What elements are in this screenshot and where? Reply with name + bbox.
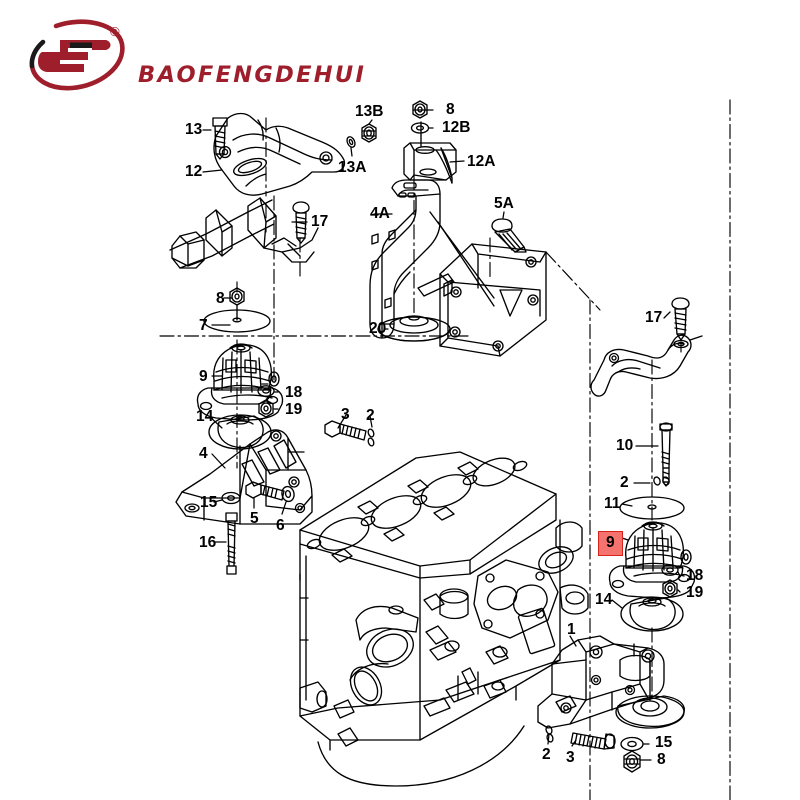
part-15-washer-left [221, 491, 241, 505]
callout-8-left: 8 [216, 290, 225, 307]
callout-2-mid: 2 [366, 407, 375, 424]
callout-15-bottom: 15 [655, 734, 673, 751]
callout-13b: 13B [355, 103, 384, 120]
engine-block [299, 451, 589, 787]
part-4a-transmission-bracket [369, 179, 547, 357]
part-5a-bolt [491, 218, 527, 253]
part-18-washer-left [257, 385, 275, 397]
callout-4: 4 [199, 445, 208, 462]
part-17-bolt-right [671, 297, 690, 341]
callout-10: 10 [616, 437, 634, 454]
callout-16: 16 [199, 534, 217, 551]
callout-8-top: 8 [446, 101, 455, 118]
callout-17-left: 17 [311, 213, 329, 230]
part-9-engine-mount-left [196, 343, 284, 421]
part-right-pendulum-bracket [590, 334, 703, 397]
callout-20: 20 [369, 320, 387, 337]
callout-18-right: 18 [686, 567, 704, 584]
callout-13: 13 [185, 121, 203, 138]
callout-14-right: 14 [595, 591, 613, 608]
part-2-washers-right [653, 476, 670, 486]
part-13-bolt [212, 117, 228, 160]
bf-monogram-icon [29, 19, 125, 91]
part-12b-washer [410, 122, 430, 134]
callout-19-right: 19 [686, 584, 704, 601]
part-1-engine-bracket-right [537, 635, 685, 729]
part-19-nut-right [662, 579, 678, 598]
callout-17-right: 17 [645, 309, 663, 326]
part-13a-washer [346, 136, 356, 148]
part-7-large-washer [203, 304, 271, 333]
leader-lines [202, 109, 681, 761]
callout-12: 12 [185, 163, 203, 180]
callout-9-left: 9 [199, 368, 208, 385]
part-3-bolt-mid-left [324, 420, 367, 441]
callout-1: 1 [567, 621, 576, 638]
callout-5: 5 [250, 510, 259, 527]
part-4-engine-bracket-left [175, 429, 313, 525]
callout-14-left: 14 [196, 408, 214, 425]
callout-2-bottom: 2 [542, 746, 551, 763]
callout-12b: 12B [442, 119, 471, 136]
callout-5a: 5A [494, 195, 514, 212]
callout-6: 6 [276, 517, 285, 534]
callout-11: 11 [604, 495, 621, 512]
callout-3-bottom: 3 [566, 749, 575, 766]
callout-12a: 12A [467, 153, 496, 170]
part-6-washer [281, 485, 295, 503]
part-19-nut-left [258, 399, 274, 418]
callout-8-bottom: 8 [657, 751, 666, 768]
brand-wordmark: BAOFENGDEHUI [138, 62, 367, 88]
part-8-nut-bottom [623, 750, 641, 773]
part-13b-nut [361, 123, 377, 143]
part-16-long-bolt [225, 512, 238, 575]
callout-2-right: 2 [620, 474, 629, 491]
callout-18-left: 18 [285, 384, 303, 401]
part-12a-mount-block [403, 121, 457, 184]
brand-logo: ® BAOFENGDEHUI [26, 18, 364, 96]
callout-13a: 13A [338, 159, 367, 176]
part-3-bolt-bottom [570, 732, 616, 750]
part-9-engine-mount-right [608, 521, 696, 599]
part-12-support-bracket [213, 112, 346, 196]
callout-7: 7 [199, 317, 208, 334]
part-14-conical-buffer-right [620, 596, 684, 632]
part-5-bolt [245, 481, 285, 501]
part-20-stepped-disc [377, 315, 451, 342]
callout-19-left: 19 [285, 401, 303, 418]
callout-4a: 4A [370, 205, 390, 222]
part-18-washer-right [661, 564, 679, 576]
part-17-bolt-left [292, 201, 310, 244]
registered-trademark-icon: ® [110, 24, 120, 39]
centre-lines [159, 99, 731, 800]
part-2-washers-mid-left [367, 428, 375, 447]
part-12-lower-rails [169, 197, 319, 269]
callout-3-mid: 3 [341, 406, 350, 423]
callout-9-right-highlighted[interactable]: 9 [598, 531, 623, 556]
part-15-washer-bottom [620, 736, 644, 752]
callout-15-left: 15 [200, 494, 218, 511]
